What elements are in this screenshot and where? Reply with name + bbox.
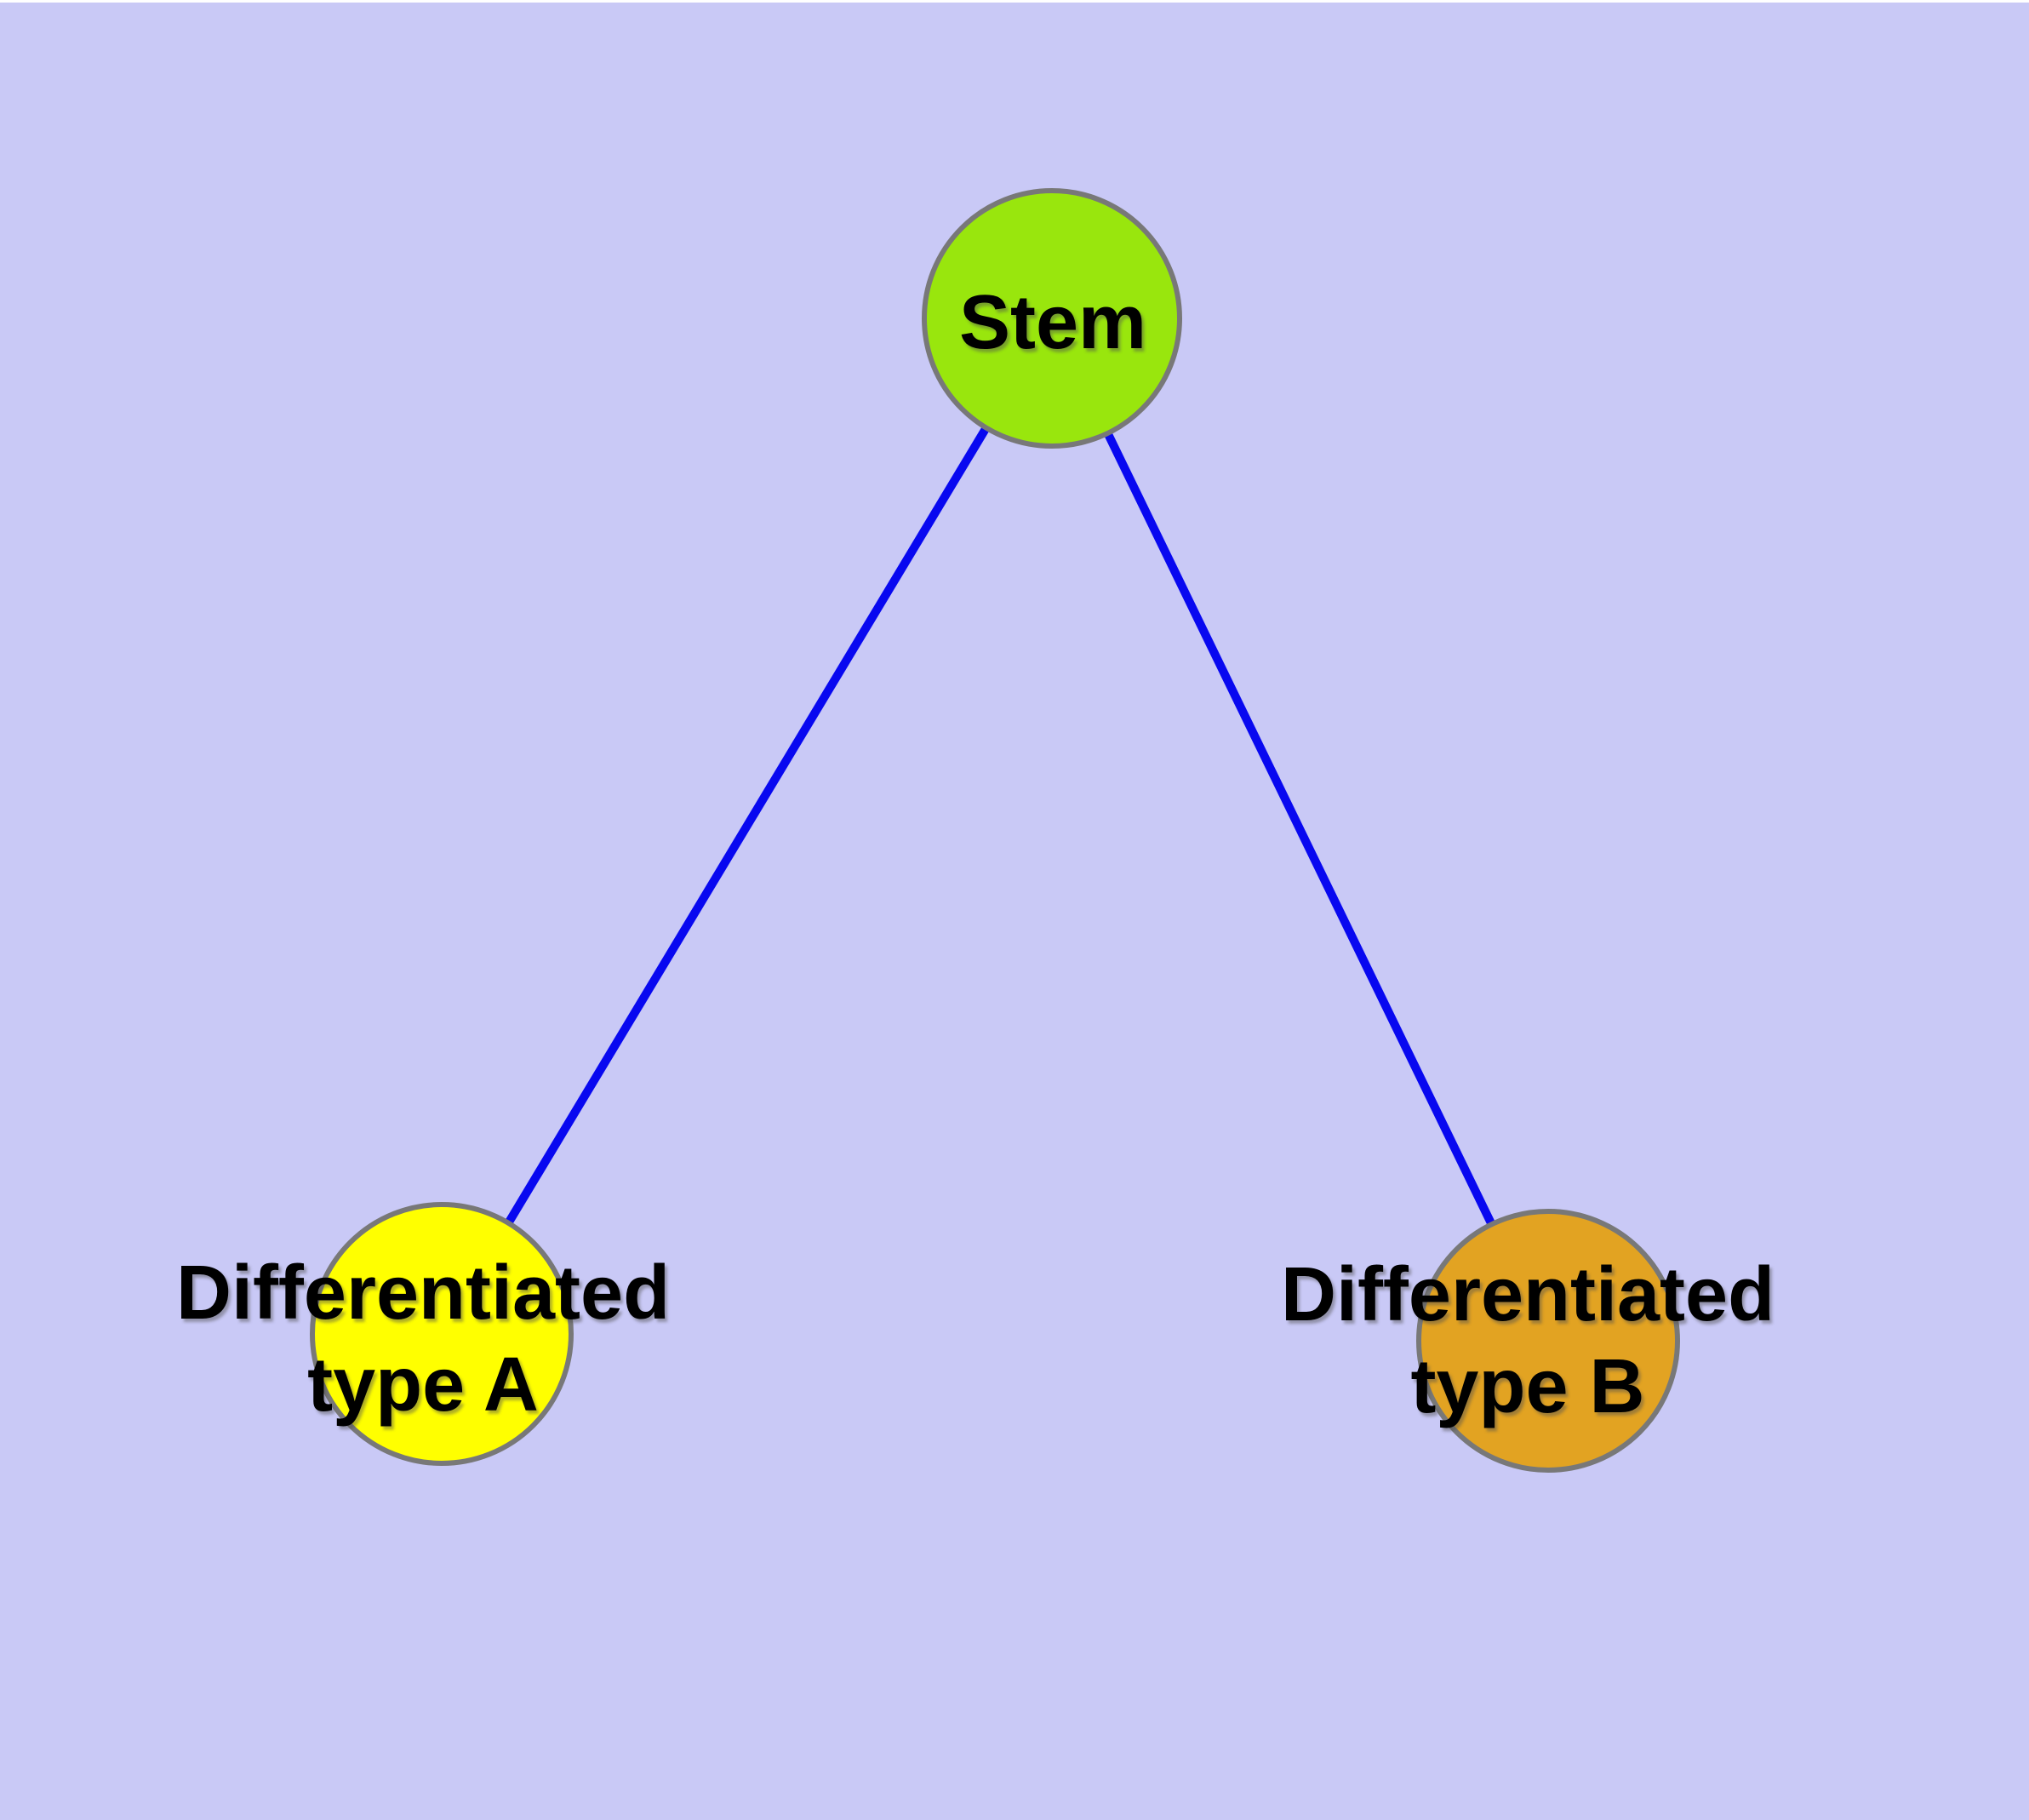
graph-svg <box>0 3 2029 1820</box>
edge-stem-to-type-a[interactable] <box>437 316 1056 1336</box>
node-stem[interactable] <box>922 188 1182 449</box>
diagram-canvas: Stem Differentiated type A Differentiate… <box>0 3 2029 1820</box>
node-differentiated-type-a[interactable] <box>310 1202 574 1466</box>
edge-stem-to-type-b[interactable] <box>1048 316 1552 1343</box>
node-differentiated-type-b[interactable] <box>1416 1209 1680 1473</box>
